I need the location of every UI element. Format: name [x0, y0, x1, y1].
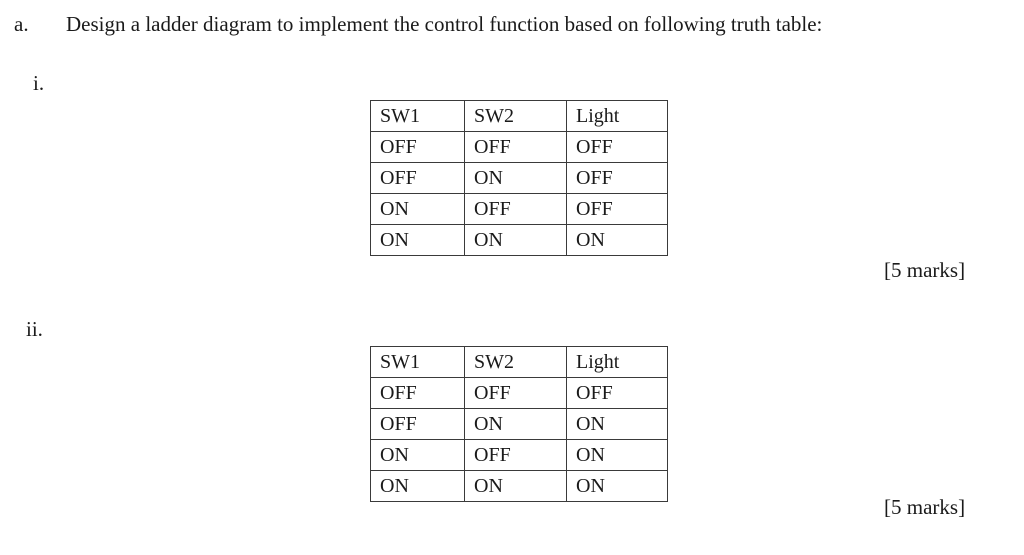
cell-light: ON [566, 439, 668, 471]
cell-sw2: ON [464, 162, 567, 194]
table-row: OFF OFF OFF [370, 131, 668, 163]
cell-sw2: OFF [464, 377, 567, 409]
table-row: ON ON ON [370, 470, 668, 502]
question-stem: a. Design a ladder diagram to implement … [0, 10, 1024, 40]
table-row: OFF OFF OFF [370, 377, 668, 409]
cell-light: OFF [566, 377, 668, 409]
cell-sw2: OFF [464, 439, 567, 471]
marks-label-i: [5 marks] [884, 258, 966, 282]
cell-sw2: ON [464, 470, 567, 502]
cell-sw2: ON [464, 408, 567, 440]
header-cell-sw2: SW2 [464, 346, 567, 378]
table-row: OFF ON OFF [370, 162, 668, 194]
cell-light: OFF [566, 193, 668, 225]
table-row: ON OFF ON [370, 439, 668, 471]
table-header-row: SW1 SW2 Light [370, 100, 668, 132]
cell-light: ON [566, 408, 668, 440]
table-row: OFF ON ON [370, 408, 668, 440]
header-cell-sw2: SW2 [464, 100, 567, 132]
table-row: ON OFF OFF [370, 193, 668, 225]
cell-sw1: ON [370, 439, 465, 471]
cell-sw2: ON [464, 224, 567, 256]
header-cell-light: Light [566, 100, 668, 132]
cell-light: ON [566, 224, 668, 256]
cell-sw1: OFF [370, 408, 465, 440]
subpart-marker-ii: ii. [26, 317, 43, 341]
header-cell-sw1: SW1 [370, 346, 465, 378]
subpart-marker-i: i. [33, 71, 45, 95]
question-marker-a: a. [14, 12, 29, 36]
cell-light: OFF [566, 162, 668, 194]
header-cell-light: Light [566, 346, 668, 378]
marks-label-ii: [5 marks] [884, 495, 966, 519]
truth-table-i: SW1 SW2 Light OFF OFF OFF OFF ON OFF ON … [370, 100, 668, 256]
cell-sw2: OFF [464, 193, 567, 225]
header-cell-sw1: SW1 [370, 100, 465, 132]
cell-sw1: ON [370, 470, 465, 502]
cell-sw1: ON [370, 224, 465, 256]
cell-sw2: OFF [464, 131, 567, 163]
cell-light: ON [566, 470, 668, 502]
cell-sw1: OFF [370, 377, 465, 409]
truth-table-ii: SW1 SW2 Light OFF OFF OFF OFF ON ON ON O… [370, 346, 668, 502]
cell-sw1: OFF [370, 131, 465, 163]
cell-light: OFF [566, 131, 668, 163]
table-header-row: SW1 SW2 Light [370, 346, 668, 378]
question-text: Design a ladder diagram to implement the… [66, 12, 823, 36]
cell-sw1: OFF [370, 162, 465, 194]
table-row: ON ON ON [370, 224, 668, 256]
cell-sw1: ON [370, 193, 465, 225]
